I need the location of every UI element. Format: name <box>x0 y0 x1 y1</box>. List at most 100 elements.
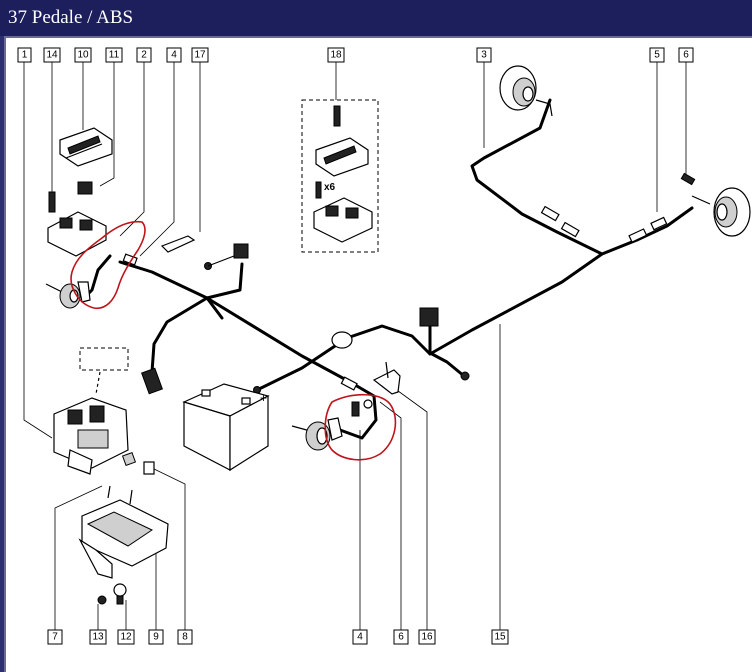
leader-4-top <box>139 62 175 257</box>
label-11: 11 <box>105 47 123 63</box>
plug-connector-icon <box>141 367 163 395</box>
bracket-16-icon <box>372 369 401 395</box>
harness-front-left-branch <box>118 260 352 384</box>
harness-main-trunk <box>255 238 639 392</box>
svg-text:14: 14 <box>46 50 58 61</box>
kit-screw-icon <box>333 105 341 127</box>
highlight-front-left-sensor <box>70 220 146 310</box>
label-17: 17 <box>191 47 209 63</box>
connectors <box>122 205 668 395</box>
inline-connector-rear-right-icon <box>540 205 560 222</box>
highlight-front-right-sensor <box>324 393 397 461</box>
svg-text:13: 13 <box>92 632 104 643</box>
screw-14-icon <box>48 191 56 213</box>
svg-text:3: 3 <box>481 50 487 61</box>
svg-text:4: 4 <box>357 632 363 643</box>
abs-hydraulic-unit-icon <box>53 397 129 475</box>
leader-lines <box>23 62 687 630</box>
wheel-hubs <box>45 65 751 451</box>
svg-text:6: 6 <box>683 50 689 61</box>
bracket-17-icon <box>160 235 196 253</box>
svg-text:4: 4 <box>171 50 177 61</box>
kit-base-icon <box>313 197 373 243</box>
abs-relay-cover-icon <box>59 127 113 167</box>
window-title: 37 Pedale / ABS <box>0 0 752 36</box>
screw-12-icon <box>113 583 127 605</box>
svg-text:5: 5 <box>654 50 660 61</box>
label-15: 15 <box>491 629 509 645</box>
leader-2 <box>119 62 145 237</box>
label-6: 6 <box>678 47 694 63</box>
leader-6-bottom <box>379 401 402 630</box>
eyelet-lead <box>207 255 235 267</box>
wiring-diagram: + <box>17 47 751 645</box>
label-13: 13 <box>89 629 107 645</box>
sensor-screw-6-icon <box>680 172 696 186</box>
bracket-16-stud <box>385 361 389 379</box>
harness-connector-branch <box>205 262 244 300</box>
inline-connector-front-right-icon <box>340 376 358 391</box>
replacement-kit-box: x6 <box>301 99 379 253</box>
relay-connector-icon <box>419 307 439 327</box>
ground-eyelet-icon <box>460 371 470 381</box>
svg-text:1: 1 <box>22 50 28 61</box>
svg-text:9: 9 <box>153 632 159 643</box>
svg-text:2: 2 <box>141 50 147 61</box>
mounting-bracket-icon <box>78 485 169 579</box>
kit-bolt-icon <box>315 181 322 199</box>
label-5: 5 <box>649 47 665 63</box>
inline-connector-rear-left-icon <box>628 228 648 243</box>
svg-text:17: 17 <box>194 50 206 61</box>
label-2: 2 <box>136 47 152 63</box>
dashed-outline <box>79 347 129 371</box>
label-6-bottom: 6 <box>393 629 409 645</box>
dashed-arrow <box>95 371 101 395</box>
label-14: 14 <box>43 47 61 63</box>
relay-11-icon <box>77 181 93 195</box>
inline-connector-rear-left-2-icon <box>650 216 668 231</box>
label-16: 16 <box>418 629 436 645</box>
labels-top: 1 14 10 11 2 4 17 18 3 5 6 <box>17 47 694 63</box>
label-10: 10 <box>74 47 92 63</box>
fitting-12-icon <box>121 451 155 475</box>
grommet-icon <box>331 331 353 349</box>
svg-text:10: 10 <box>77 50 89 61</box>
battery-icon: + <box>182 383 270 472</box>
screw-13-icon <box>97 595 107 605</box>
label-9: 9 <box>148 629 164 645</box>
svg-text:6: 6 <box>398 632 404 643</box>
battery-plus-label: + <box>260 391 267 405</box>
label-7: 7 <box>47 629 63 645</box>
leader-11 <box>99 62 115 187</box>
sensor-bolt-6-icon <box>363 399 373 409</box>
quantity-note: x6 <box>324 182 336 193</box>
label-4: 4 <box>166 47 182 63</box>
harness-rear-right-branch <box>470 98 604 256</box>
svg-text:16: 16 <box>421 632 433 643</box>
label-18: 18 <box>327 47 345 63</box>
highlight-marks <box>70 220 397 461</box>
svg-text:18: 18 <box>330 50 342 61</box>
diagram-canvas: + <box>4 36 752 672</box>
label-4-bottom: 4 <box>352 629 368 645</box>
harness-lower-branch <box>150 296 209 374</box>
harness-front-left-sensor <box>84 254 112 298</box>
leader-16 <box>393 387 428 630</box>
rear-right-hub-icon <box>499 65 553 117</box>
front-right-hub-icon <box>291 399 373 451</box>
plug-connector-top-icon <box>233 243 249 259</box>
front-left-hub-icon <box>45 281 91 309</box>
labels-bottom: 7 13 12 9 8 4 6 16 15 <box>47 629 509 645</box>
relay-base-icon <box>47 211 107 257</box>
svg-text:11: 11 <box>109 50 120 61</box>
label-12: 12 <box>117 629 135 645</box>
rear-left-hub-icon <box>680 172 751 237</box>
leader-7 <box>54 485 103 630</box>
inline-connector-rear-right-2-icon <box>560 221 580 238</box>
leader-8 <box>151 467 186 630</box>
svg-text:15: 15 <box>494 632 506 643</box>
harness-front-right-loop <box>338 380 378 440</box>
svg-text:8: 8 <box>182 632 188 643</box>
label-3: 3 <box>476 47 492 63</box>
label-8: 8 <box>177 629 193 645</box>
